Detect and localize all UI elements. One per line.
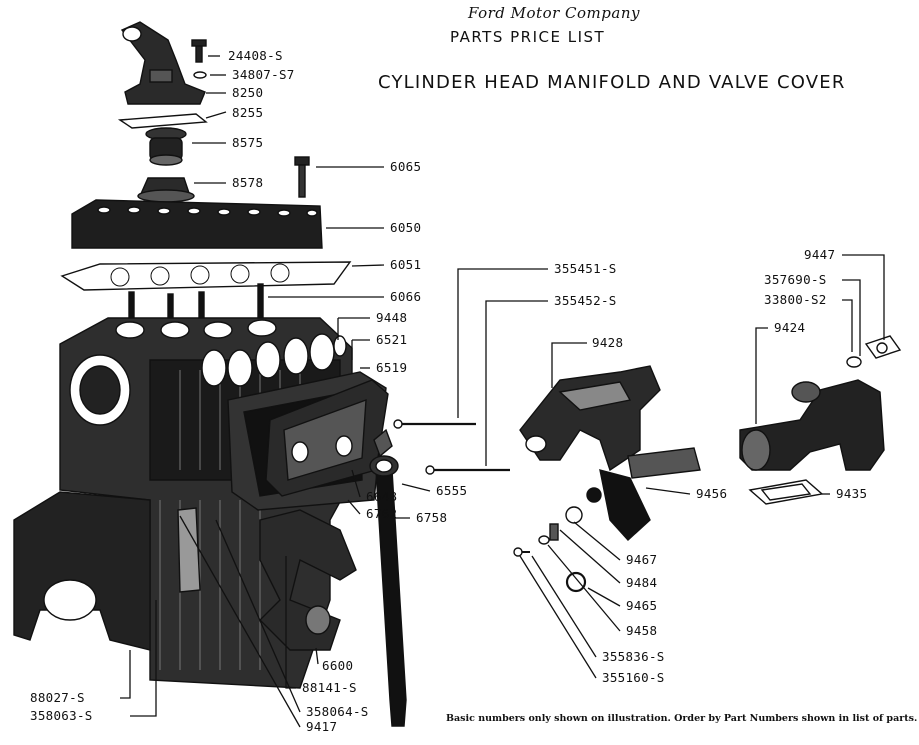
- label-358063-s: 358063-S: [30, 708, 93, 723]
- thermostat-retainer-drawing: [137, 177, 195, 203]
- label-88027-s: 88027-S: [30, 690, 85, 705]
- bolt-24408-drawing: [191, 39, 207, 79]
- label-6600: 6600: [322, 658, 353, 673]
- label-9458: 9458: [626, 623, 657, 638]
- label-9428: 9428: [592, 335, 623, 350]
- label-9424: 9424: [774, 320, 805, 335]
- head-gasket-drawing: [60, 261, 352, 291]
- label-6762: 6762: [366, 506, 397, 521]
- brand-logo: Ford Motor Company: [468, 4, 640, 22]
- fuel-pump-drawing: [259, 509, 357, 651]
- label-88141-s: 88141-S: [302, 680, 357, 695]
- label-24408-s: 24408-S: [228, 48, 283, 63]
- label-9435: 9435: [836, 486, 867, 501]
- label-8255: 8255: [232, 105, 263, 120]
- long-bolts-drawing: [393, 419, 510, 475]
- part-drawings: [13, 21, 902, 727]
- outlet-gasket-drawing: [117, 113, 208, 129]
- label-9447: 9447: [804, 247, 835, 262]
- label-8578: 8578: [232, 175, 263, 190]
- flange-gasket-drawing: [864, 335, 902, 359]
- label-6648: 6648: [366, 489, 397, 504]
- label-8575: 8575: [232, 135, 263, 150]
- exhaust-manifold-drawing: [739, 379, 885, 471]
- leader-lines: [120, 55, 885, 728]
- nut-357690-drawing: [846, 356, 862, 368]
- label-6758: 6758: [416, 510, 447, 525]
- label-9456: 9456: [696, 486, 727, 501]
- label-6065: 6065: [390, 159, 421, 174]
- label-6066: 6066: [390, 289, 421, 304]
- water-outlet-drawing: [120, 21, 206, 105]
- label-9417: 9417: [306, 719, 337, 734]
- head-bolt-drawing: [294, 156, 310, 198]
- label-6050: 6050: [390, 220, 421, 235]
- cylinder-head-drawing: [71, 199, 323, 249]
- head-studs-drawing: [128, 283, 264, 341]
- label-8250: 8250: [232, 85, 263, 100]
- label-358064-s: 358064-S: [306, 704, 369, 719]
- page-subtitle: PARTS PRICE LIST: [450, 28, 606, 46]
- label-355451-s: 355451-S: [554, 261, 617, 276]
- label-6555: 6555: [436, 483, 467, 498]
- label-357690-s: 357690-S: [764, 272, 827, 287]
- exhaust-gasket-drawing: [748, 479, 824, 505]
- page-title: CYLINDER HEAD MANIFOLD AND VALVE COVER: [378, 72, 846, 93]
- label-6521: 6521: [376, 332, 407, 347]
- part-number-labels: 24408-S 34807-S7 8250 8255 8575 8578 606…: [30, 48, 867, 734]
- label-355452-s: 355452-S: [554, 293, 617, 308]
- label-355160-s: 355160-S: [602, 670, 665, 685]
- intake-manifold-drawing: [519, 365, 701, 541]
- label-9467: 9467: [626, 552, 657, 567]
- small-hardware-drawing: [513, 487, 602, 593]
- manifold-gasket-drawing: [201, 333, 347, 387]
- label-6519: 6519: [376, 360, 407, 375]
- label-9448: 9448: [376, 310, 407, 325]
- label-34807-s7: 34807-S7: [232, 67, 295, 82]
- footer-note: Basic numbers only shown on illustration…: [446, 713, 918, 724]
- breather-tube-drawing: [369, 428, 407, 727]
- label-355836-s: 355836-S: [602, 649, 665, 664]
- label-9465: 9465: [626, 598, 657, 613]
- label-33800-s2: 33800-S2: [764, 292, 827, 307]
- label-6051: 6051: [390, 257, 421, 272]
- thermostat-drawing: [145, 127, 187, 166]
- label-9484: 9484: [626, 575, 657, 590]
